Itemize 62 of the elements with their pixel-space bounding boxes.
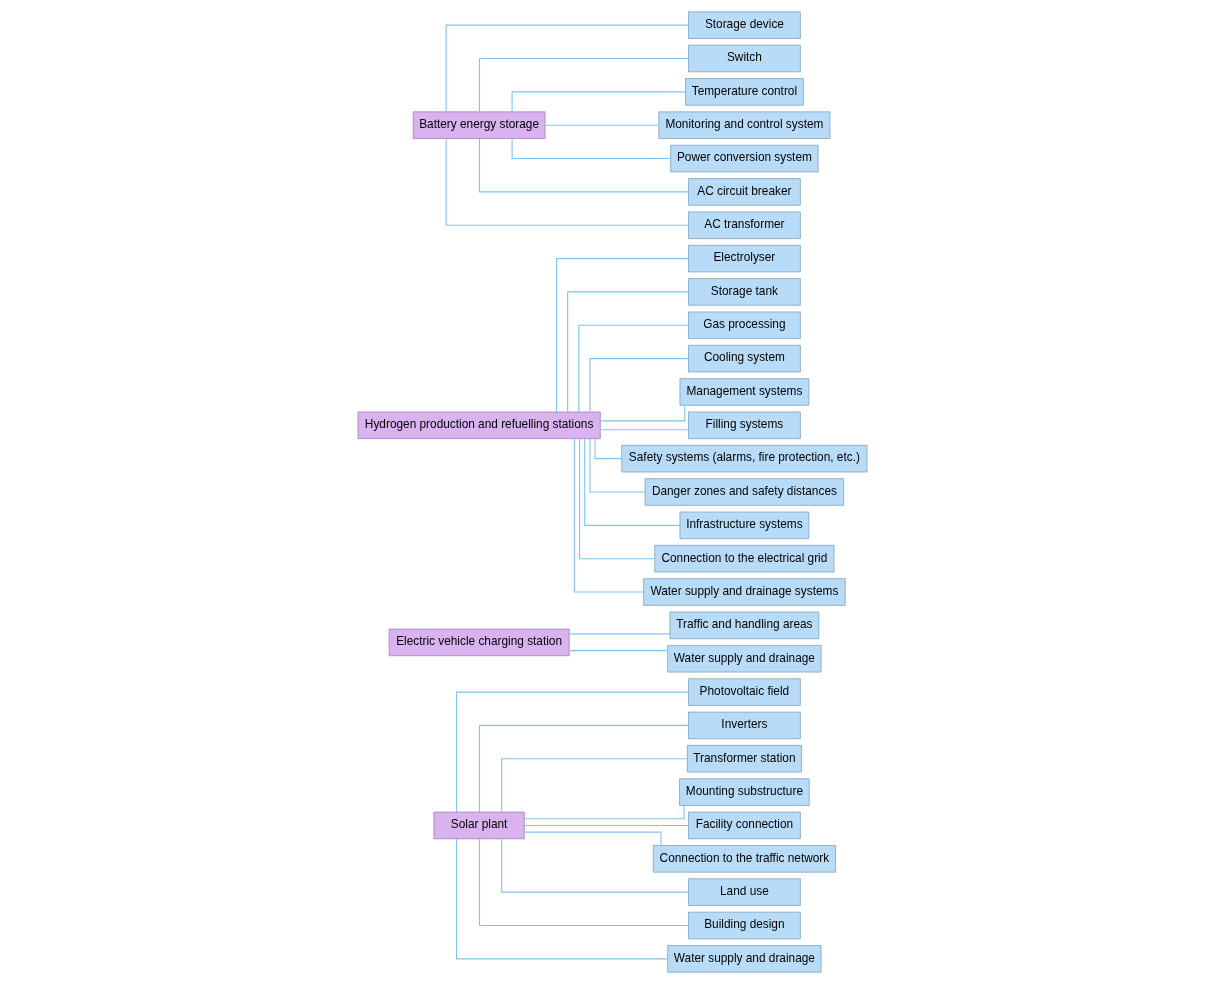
node-box: Switch (687, 44, 801, 73)
node-box: Water supply and drainage (666, 645, 821, 673)
connector (445, 138, 689, 226)
connector (455, 838, 668, 960)
node-box: Danger zones and safety distances (644, 478, 844, 506)
connector (599, 404, 685, 422)
connector (555, 258, 689, 413)
connector (523, 831, 662, 846)
connector (578, 438, 655, 560)
node-box: Battery energy storage (412, 111, 545, 139)
node-box: Temperature control (684, 78, 804, 106)
node-box: Connection to the traffic network (652, 845, 836, 873)
node-box: Inverters (687, 711, 801, 740)
connector (455, 691, 689, 813)
node-box: Facility connection (687, 811, 801, 840)
connector (478, 138, 689, 193)
connector (500, 838, 689, 893)
connector (478, 57, 689, 113)
node-box: Connection to the electrical grid (653, 545, 834, 573)
connector (568, 650, 668, 652)
node-box: Building design (687, 911, 801, 940)
node-box: Solar plant (433, 811, 525, 840)
node-box: Electric vehicle charging station (388, 628, 569, 657)
node-box: Hydrogen production and refuelling stations (357, 411, 601, 439)
node-box: AC circuit breaker (687, 178, 801, 206)
node-box: Filling systems (687, 411, 801, 439)
node-box: Land use (687, 878, 801, 906)
node-box: Storage tank (687, 278, 801, 306)
connector (478, 724, 689, 813)
connector (500, 758, 688, 813)
node-box: Electrolyser (687, 244, 801, 273)
node-box: Mounting substructure (678, 778, 810, 806)
node-box: Water supply and drainage systems (642, 578, 846, 606)
node-box: Gas processing (687, 311, 801, 339)
connector (588, 358, 689, 413)
connector (511, 138, 671, 160)
connector (566, 291, 689, 413)
connector (599, 429, 689, 431)
connector (573, 438, 644, 593)
connector (478, 838, 689, 927)
connector (544, 124, 659, 126)
node-box: Photovoltaic field (687, 678, 801, 706)
node-box: Safety systems (alarms, fire protection, etc.) (620, 444, 867, 473)
node-box: Water supply and drainage (666, 945, 821, 973)
node-box: Cooling system (687, 344, 801, 373)
node-box: Transformer station (686, 745, 802, 773)
node-box: Storage device (687, 11, 801, 39)
connector (511, 91, 686, 113)
connector (583, 438, 680, 526)
connector (445, 24, 689, 113)
connector (523, 824, 689, 826)
node-box: Monitoring and control system (657, 111, 830, 139)
node-box: Power conversion system (669, 144, 818, 173)
node-box: Infrastructure systems (679, 511, 809, 540)
node-box: Management systems (679, 378, 809, 406)
connector (588, 438, 646, 493)
connector (568, 633, 670, 635)
connector (577, 324, 689, 413)
node-box: AC transformer (687, 211, 801, 239)
connector (523, 805, 685, 820)
connector (594, 438, 622, 460)
node-box: Traffic and handling areas (669, 611, 819, 640)
